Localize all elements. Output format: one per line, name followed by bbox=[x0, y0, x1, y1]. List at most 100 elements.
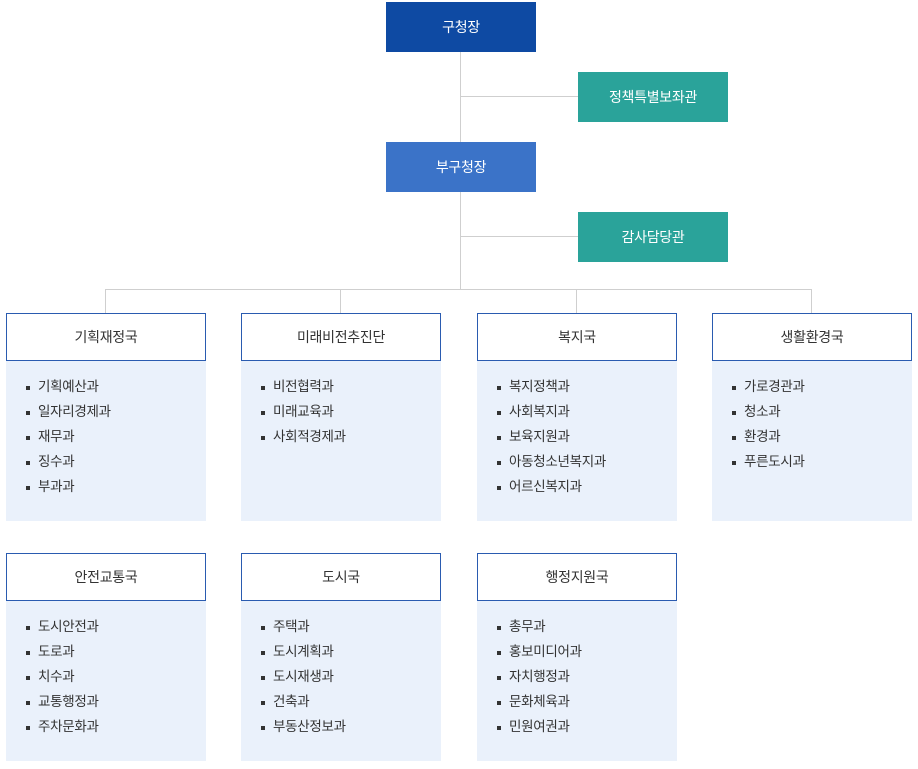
unit-item: 재무과 bbox=[26, 425, 206, 450]
bullet-icon bbox=[497, 726, 501, 730]
unit-item: 사회적경제과 bbox=[261, 425, 441, 450]
department-card: 미래비전추진단 비전협력과 미래교육과 사회적경제과 bbox=[241, 313, 441, 523]
bullet-icon bbox=[26, 701, 30, 705]
department-unit-list: 가로경관과 청소과 환경과 푸른도시과 bbox=[712, 361, 912, 521]
connector-to-audit bbox=[460, 236, 578, 237]
unit-item: 사회복지과 bbox=[497, 400, 677, 425]
bullet-icon bbox=[26, 726, 30, 730]
unit-item: 부과과 bbox=[26, 475, 206, 500]
unit-label: 도시재생과 bbox=[273, 669, 334, 685]
unit-label: 복지정책과 bbox=[509, 379, 570, 395]
unit-label: 어르신복지과 bbox=[509, 479, 582, 495]
bullet-icon bbox=[26, 386, 30, 390]
unit-item: 총무과 bbox=[497, 615, 677, 640]
bullet-icon bbox=[261, 651, 265, 655]
unit-label: 주택과 bbox=[273, 619, 310, 635]
connector-deputy-down bbox=[460, 192, 461, 289]
unit-label: 치수과 bbox=[38, 669, 75, 685]
bullet-icon bbox=[732, 411, 736, 415]
unit-item: 일자리경제과 bbox=[26, 400, 206, 425]
bullet-icon bbox=[497, 411, 501, 415]
connector-head-to-deputy bbox=[460, 52, 461, 142]
unit-item: 건축과 bbox=[261, 690, 441, 715]
connector-drop-3 bbox=[576, 289, 577, 313]
audit-officer-box: 감사담당관 bbox=[578, 212, 728, 262]
unit-item: 가로경관과 bbox=[732, 375, 912, 400]
unit-item: 도로과 bbox=[26, 640, 206, 665]
department-card: 안전교통국 도시안전과 도로과 치수과 교통행정과 주차문화과 bbox=[6, 553, 206, 763]
department-name: 도시국 bbox=[241, 553, 441, 601]
unit-item: 문화체육과 bbox=[497, 690, 677, 715]
unit-label: 문화체육과 bbox=[509, 694, 570, 710]
bullet-icon bbox=[497, 651, 501, 655]
unit-label: 주차문화과 bbox=[38, 719, 99, 735]
unit-label: 청소과 bbox=[744, 404, 781, 420]
bullet-icon bbox=[497, 701, 501, 705]
unit-item: 아동청소년복지과 bbox=[497, 450, 677, 475]
department-name: 기획재정국 bbox=[6, 313, 206, 361]
bullet-icon bbox=[26, 651, 30, 655]
department-unit-list: 복지정책과 사회복지과 보육지원과 아동청소년복지과 어르신복지과 bbox=[477, 361, 677, 521]
unit-label: 도로과 bbox=[38, 644, 75, 660]
bullet-icon bbox=[732, 436, 736, 440]
bullet-icon bbox=[26, 676, 30, 680]
department-card: 생활환경국 가로경관과 청소과 환경과 푸른도시과 bbox=[712, 313, 912, 523]
bullet-icon bbox=[26, 626, 30, 630]
unit-item: 환경과 bbox=[732, 425, 912, 450]
bullet-icon bbox=[732, 386, 736, 390]
bullet-icon bbox=[26, 461, 30, 465]
unit-label: 가로경관과 bbox=[744, 379, 805, 395]
unit-item: 도시안전과 bbox=[26, 615, 206, 640]
bullet-icon bbox=[497, 676, 501, 680]
unit-label: 자치행정과 bbox=[509, 669, 570, 685]
unit-item: 홍보미디어과 bbox=[497, 640, 677, 665]
unit-item: 기획예산과 bbox=[26, 375, 206, 400]
unit-item: 주차문화과 bbox=[26, 715, 206, 740]
bullet-icon bbox=[261, 626, 265, 630]
department-name: 안전교통국 bbox=[6, 553, 206, 601]
unit-label: 도시계획과 bbox=[273, 644, 334, 660]
unit-item: 도시계획과 bbox=[261, 640, 441, 665]
bullet-icon bbox=[261, 436, 265, 440]
unit-label: 미래교육과 bbox=[273, 404, 334, 420]
department-name: 미래비전추진단 bbox=[241, 313, 441, 361]
unit-label: 도시안전과 bbox=[38, 619, 99, 635]
unit-item: 민원여권과 bbox=[497, 715, 677, 740]
department-card: 도시국 주택과 도시계획과 도시재생과 건축과 부동산정보과 bbox=[241, 553, 441, 763]
unit-item: 푸른도시과 bbox=[732, 450, 912, 475]
unit-label: 사회적경제과 bbox=[273, 429, 346, 445]
unit-label: 일자리경제과 bbox=[38, 404, 111, 420]
unit-item: 비전협력과 bbox=[261, 375, 441, 400]
connector-horizontal-bar bbox=[105, 289, 811, 290]
unit-label: 건축과 bbox=[273, 694, 310, 710]
unit-label: 징수과 bbox=[38, 454, 75, 470]
department-card: 복지국 복지정책과 사회복지과 보육지원과 아동청소년복지과 어르신복지과 bbox=[477, 313, 677, 523]
department-unit-list: 주택과 도시계획과 도시재생과 건축과 부동산정보과 bbox=[241, 601, 441, 761]
unit-item: 청소과 bbox=[732, 400, 912, 425]
connector-drop-1 bbox=[105, 289, 106, 313]
unit-label: 부과과 bbox=[38, 479, 75, 495]
department-unit-list: 비전협력과 미래교육과 사회적경제과 bbox=[241, 361, 441, 521]
unit-item: 미래교육과 bbox=[261, 400, 441, 425]
unit-label: 재무과 bbox=[38, 429, 75, 445]
bullet-icon bbox=[261, 701, 265, 705]
unit-item: 어르신복지과 bbox=[497, 475, 677, 500]
unit-label: 보육지원과 bbox=[509, 429, 570, 445]
department-card: 행정지원국 총무과 홍보미디어과 자치행정과 문화체육과 민원여권과 bbox=[477, 553, 677, 763]
connector-drop-4 bbox=[811, 289, 812, 313]
department-name: 복지국 bbox=[477, 313, 677, 361]
unit-label: 환경과 bbox=[744, 429, 781, 445]
unit-item: 징수과 bbox=[26, 450, 206, 475]
department-unit-list: 도시안전과 도로과 치수과 교통행정과 주차문화과 bbox=[6, 601, 206, 761]
unit-label: 푸른도시과 bbox=[744, 454, 805, 470]
unit-label: 아동청소년복지과 bbox=[509, 454, 606, 470]
unit-item: 교통행정과 bbox=[26, 690, 206, 715]
bullet-icon bbox=[261, 676, 265, 680]
bullet-icon bbox=[26, 411, 30, 415]
bullet-icon bbox=[497, 461, 501, 465]
connector-drop-2 bbox=[340, 289, 341, 313]
bullet-icon bbox=[497, 486, 501, 490]
bullet-icon bbox=[261, 411, 265, 415]
unit-label: 교통행정과 bbox=[38, 694, 99, 710]
bullet-icon bbox=[26, 486, 30, 490]
